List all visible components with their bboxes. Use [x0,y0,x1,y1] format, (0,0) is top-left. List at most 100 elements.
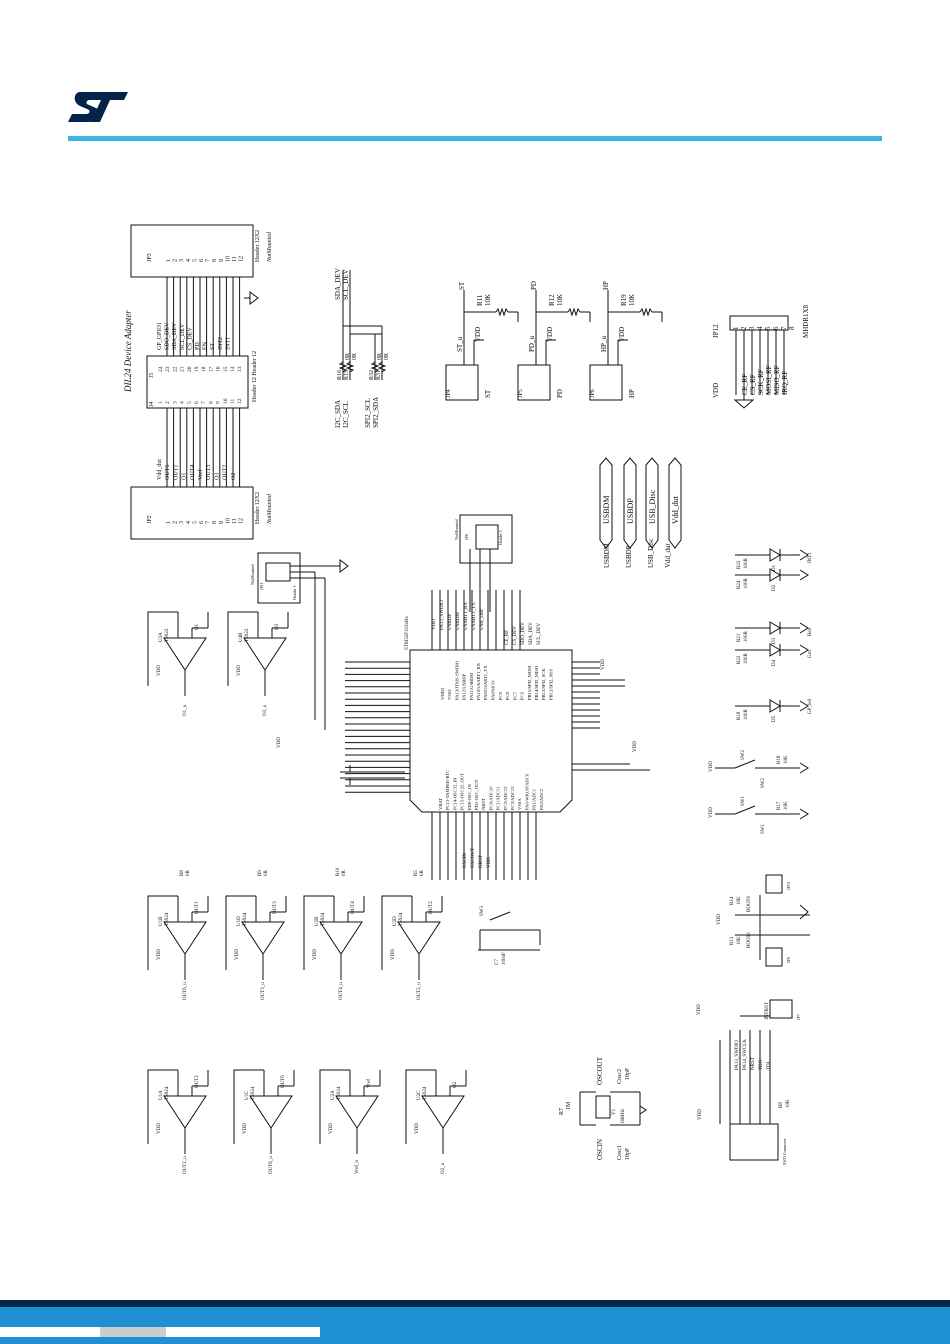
j4-net: O3 [214,473,220,480]
crystal-r: R7 [559,1108,565,1115]
opm0-in: OUT6_u [183,982,188,1000]
j5-net: CS_DEV [187,327,193,350]
mcu-top-net: PA13_SWDIO [440,600,445,630]
opb3-in: O2_u [441,1162,446,1174]
opb1-part: TS924 [251,1086,256,1100]
jp11-ref: JP11 [259,582,264,590]
crystal-c2: Cosc2 [617,1069,623,1084]
crystal-c1-val: 18pF [625,1147,631,1160]
led-2-val: 100R [744,631,749,643]
usb-net-usbdisc: USB_Disc [648,489,657,524]
jp3-pin: 9 [219,259,225,262]
mcu-left-pin: NRST [481,798,486,810]
j5-net: PD [195,342,201,350]
sw-0-ref: SW2 [741,750,746,761]
jp3-header-body [130,224,254,278]
opt0-vdd: VDD [157,665,162,676]
led-3-r: R22 [737,655,742,664]
opm3-in: OUT2_u [417,982,422,1000]
j5-pin: 18 [201,366,207,372]
boot-net2: BOOT1 [747,931,752,948]
jp4-vdd: VDD [474,327,482,342]
opt1-ref: U4B [239,632,244,642]
mcu-top-pin: PA13/JTMS-SWDIO [454,660,459,700]
mcu-right-pin: PB15/SPI2_MOSI [527,665,532,700]
mcu-left-pin: PC2/ADC12 [503,786,508,810]
j4-ref: J4 [149,402,155,407]
opb1-ref: U1C [245,1090,250,1100]
dil24-title: DIL24 Device Adapter [123,310,133,393]
opb2-vdd: VDD [329,1123,334,1134]
bus-res-val-1: 0R [352,353,358,360]
pullup-net-0: ST [458,281,466,290]
sw-0-vdd: VDD [709,761,714,772]
jp3-pin: 10 [225,256,231,262]
footer-page-marker [100,1327,166,1337]
jp2-pin: 11 [232,518,238,524]
opb0-part: TS924 [165,1086,170,1100]
opm3-out: OUT2 [429,901,434,914]
opt0-ref: U3A [159,632,164,642]
opb2-ref: U2A [331,1090,336,1100]
jp12-pin: 3 [748,326,756,330]
jp5-body [517,364,551,401]
j5-net: INT2 [218,337,224,350]
j5-net: EN [203,341,209,350]
opb2-part: TS924 [337,1086,342,1100]
j4-pin: 2 [165,401,171,404]
opm3-val: 0R [420,870,425,877]
mcu-top-pin: VSS2 [447,689,452,700]
page-footer [0,1300,950,1344]
header-rule [68,136,882,141]
jp12-name: MHDR1X8 [802,304,810,338]
mcu-bottom-net: OSCIN [463,853,468,868]
crystal-r-val: 1M [566,1101,572,1110]
opm0-vdd: VDD [157,949,162,960]
jp3-note: NotMounted [267,231,273,263]
opt0-in: O1_u [183,704,188,716]
supply-vdd-3: VDD [717,914,722,925]
mcu-right-net: SDO_DEV [521,622,526,645]
bus-label-i2c-sda: I2C_SDA [334,400,342,428]
j5-net: GP_GPIO1 [157,322,163,350]
j4-pin: 6 [194,401,200,404]
j5-pin: 23 [165,366,171,372]
supply-vdd-2: VDD [698,1109,703,1120]
boot-r2-val: 10K [737,936,742,945]
led-3-ref: D4 [772,659,777,666]
led-1-val: 100R [744,578,749,590]
jp12-net: MOSI_RF [765,365,773,395]
jtag-net: TDI [767,1061,772,1070]
mcu-bottom-net: OSCOUT [471,848,476,868]
opm2-res: R10 [336,867,341,876]
j4-pin: 9 [216,401,222,404]
led-4-r: R18 [737,711,742,720]
jp3-pin: 5 [192,259,198,262]
bus-res-val-0: 0R [345,353,351,360]
jp2-pin: 1 [166,521,172,524]
jp12-pin: 4 [756,326,764,330]
pullup-net-1: PD [530,281,538,290]
crystal-body [595,1095,611,1119]
jp3-pin: 8 [212,259,218,262]
jp12-net: CS_RF [749,374,757,395]
jtag-r-val: 10K [786,1099,791,1108]
boot-jp: JP10 [786,882,791,890]
opm0-ref: U1B [159,916,164,926]
j4-pin: 11 [230,398,236,404]
opt1-out: O3 [275,623,280,630]
mcu-top-pin: PA8/MCO [490,680,495,700]
j4-net: OUT6 [165,465,171,480]
j5-pin: 15 [223,366,229,372]
jp8-note: NotMounted [454,520,459,540]
usb-net-vdddut: Vdd_dut [671,495,680,524]
jp3-pin: 3 [179,259,185,262]
opt0-out: O1 [195,623,200,630]
mcu-right-pin: PC6 [520,691,525,700]
mcu-right-net: SDA_DEV [529,622,534,645]
mcu-left-pin: VBAT [438,798,443,810]
jtag-ref: JP7 [796,1014,801,1020]
sw-1-val: 10K [784,801,789,810]
mcu-left-pin: PC3/ADC13 [510,786,515,810]
jtag-net: PA14_SWCLK [743,1039,748,1070]
